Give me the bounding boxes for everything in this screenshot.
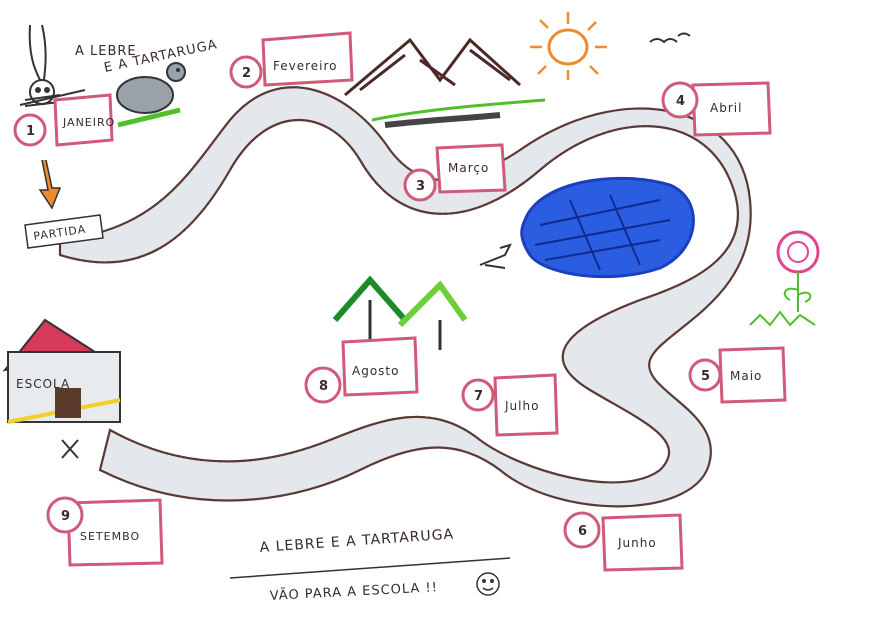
month-number: 6 — [578, 524, 588, 539]
lake-icon — [520, 176, 695, 279]
month-marker-7[interactable]: 7 Julho — [461, 373, 559, 437]
month-label: Junho — [617, 536, 657, 550]
footer-line1: A LEBRE E A TARTARUGA — [259, 526, 454, 556]
month-label: Março — [448, 161, 489, 175]
duck-icon — [479, 243, 512, 269]
hare-icon — [19, 24, 86, 107]
finish-x-icon — [61, 439, 79, 459]
month-marker-2[interactable]: 2 Fevereiro — [229, 31, 354, 89]
month-number: 3 — [416, 179, 426, 194]
month-marker-3[interactable]: 3 Março — [403, 143, 507, 202]
school-icon: ESCOLA — [2, 318, 121, 424]
month-label: Agosto — [352, 364, 399, 378]
month-marker-8[interactable]: 8 Agosto — [304, 336, 419, 404]
arrow-down-icon — [38, 159, 62, 210]
month-number: 2 — [242, 66, 252, 81]
month-label: Julho — [504, 399, 539, 413]
trees-icon — [332, 275, 468, 350]
month-marker-4[interactable]: 4 Abril — [661, 81, 772, 137]
month-label: Maio — [730, 369, 762, 383]
birds-icon — [649, 32, 691, 44]
title-line2: E A TARTARUGA — [103, 37, 219, 76]
smiley-icon — [476, 572, 500, 596]
month-number: 9 — [61, 509, 71, 524]
title-line1: A LEBRE — [75, 44, 137, 59]
month-number: 8 — [319, 379, 329, 394]
tortoise-icon — [116, 62, 186, 128]
start-label-box: PARTIDA — [24, 214, 104, 249]
mountains-icon — [344, 37, 546, 128]
title: A LEBRE E A TARTARUGA — [75, 37, 219, 76]
month-marker-5[interactable]: 5 Maio — [688, 346, 787, 404]
footer-line2: VÃO PARA A ESCOLA !! — [269, 579, 438, 604]
month-label: Fevereiro — [273, 59, 338, 73]
school-label: ESCOLA — [16, 377, 70, 391]
month-markers: 1 JANEIRO 2 Fevereiro 3 Março 4 Abril — [13, 31, 787, 572]
footer: A LEBRE E A TARTARUGA VÃO PARA A ESCOLA … — [229, 526, 511, 604]
month-number: 1 — [26, 124, 36, 139]
month-marker-6[interactable]: 6 Junho — [563, 511, 684, 572]
month-label: SETEMBO — [80, 530, 140, 543]
flower-icon — [749, 230, 820, 327]
month-marker-9[interactable]: 9 SETEMBO — [46, 496, 164, 567]
month-number: 4 — [676, 94, 686, 109]
month-label: JANEIRO — [62, 116, 115, 129]
month-label: Abril — [710, 101, 742, 115]
month-marker-1[interactable]: 1 JANEIRO — [13, 93, 115, 147]
month-number: 5 — [701, 369, 711, 384]
month-number: 7 — [474, 389, 484, 404]
road — [58, 86, 752, 508]
sun-icon — [530, 12, 607, 80]
